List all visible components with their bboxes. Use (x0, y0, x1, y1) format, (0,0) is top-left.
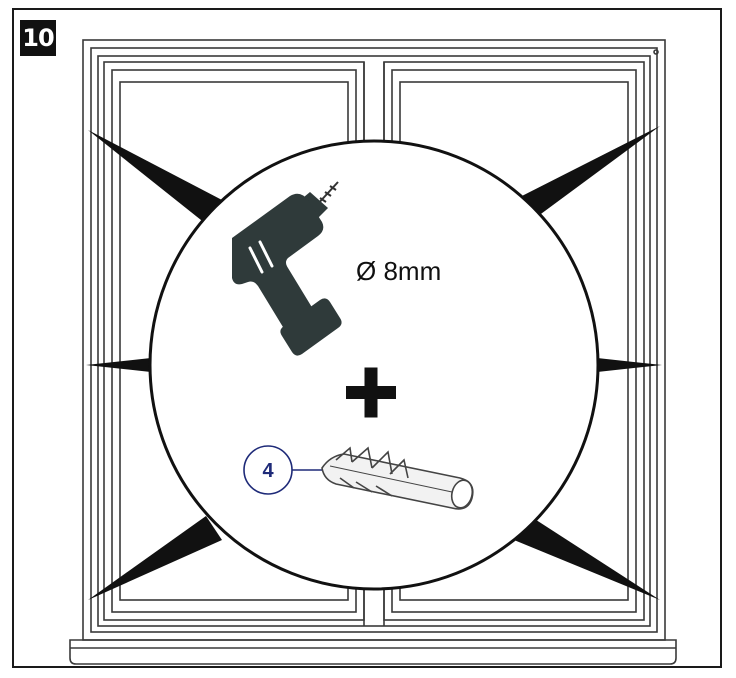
illustration-frame (12, 8, 722, 668)
detail-circle (148, 139, 600, 591)
step-number-badge: 10 (20, 20, 56, 56)
drill-icon (232, 181, 342, 356)
wall-plug-icon (321, 446, 474, 510)
part-number-badge: 4 (243, 445, 293, 495)
fixing-point-indicators (86, 126, 662, 600)
plus-icon (346, 367, 396, 418)
drill-diameter-label: Ø 8mm (356, 256, 441, 286)
part-number-label: 4 (262, 460, 274, 482)
